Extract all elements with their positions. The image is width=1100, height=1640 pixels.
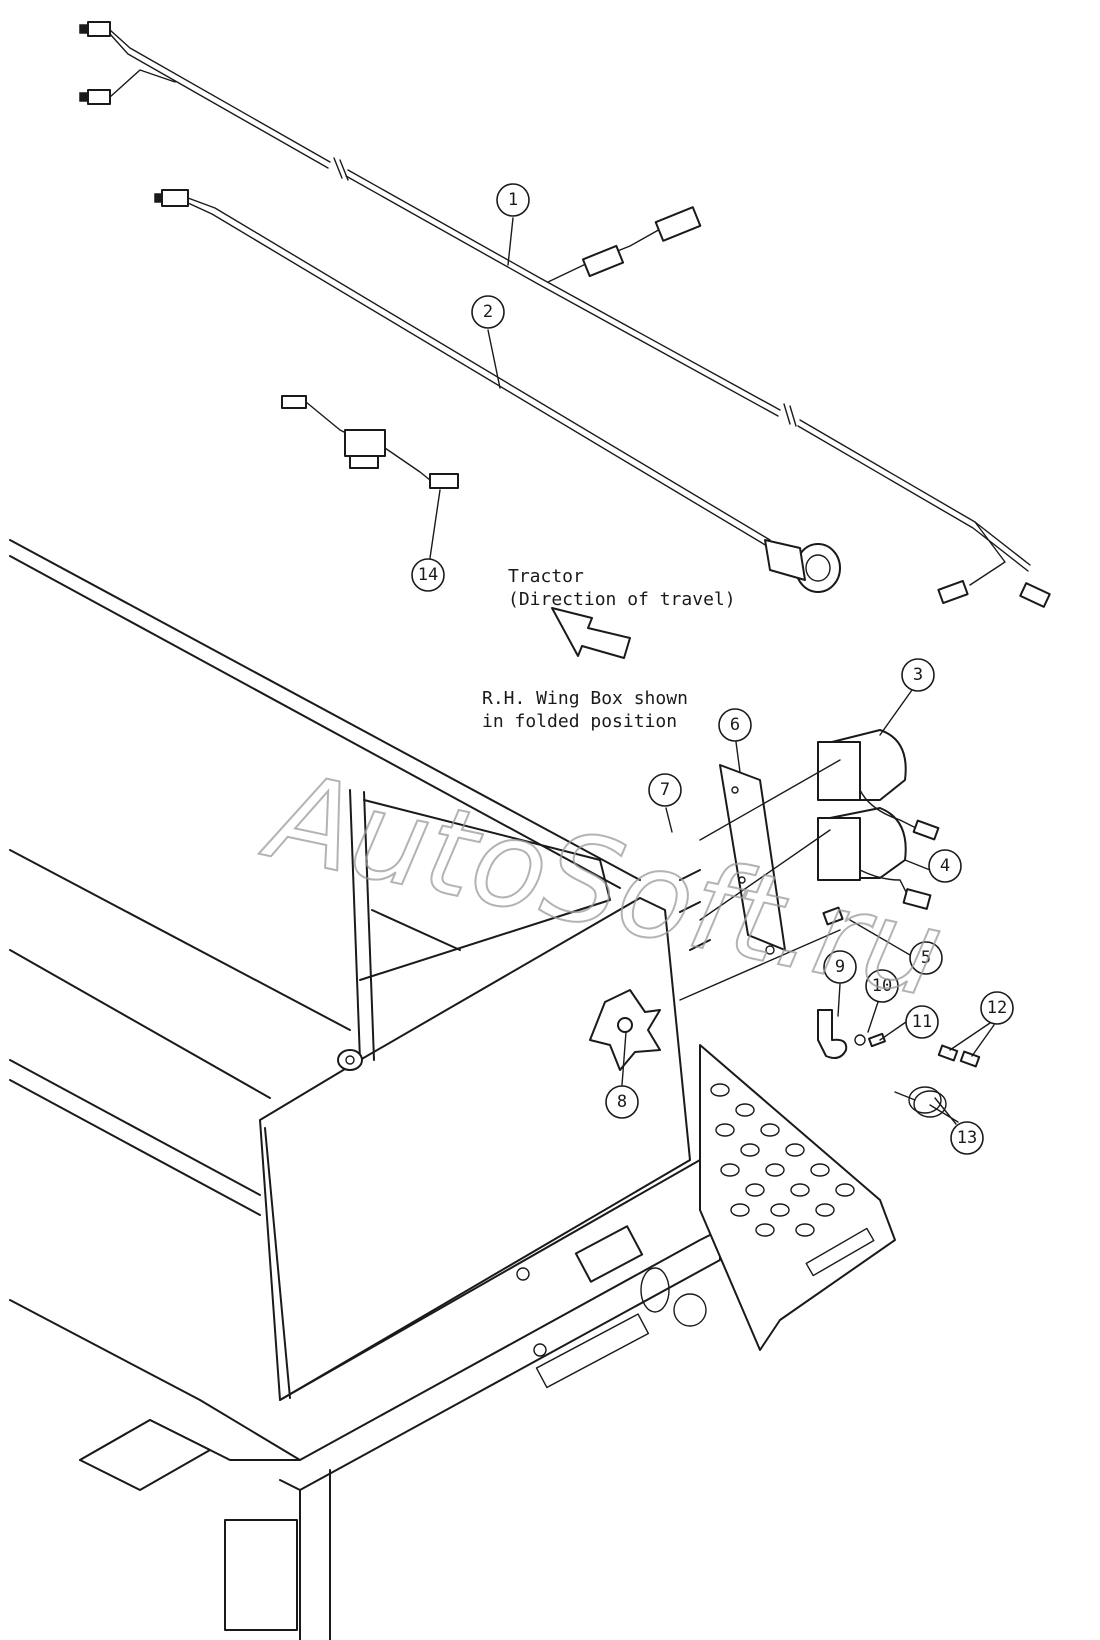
step-deck xyxy=(699,1044,896,1351)
callout-7: 7 xyxy=(648,773,682,807)
lamp-bracket xyxy=(719,764,786,951)
svg-text:7: 7 xyxy=(660,780,670,800)
svg-text:14: 14 xyxy=(418,565,438,585)
warning-decal xyxy=(574,1225,644,1283)
svg-text:6: 6 xyxy=(730,715,740,735)
callout-3: 3 xyxy=(901,658,935,692)
direction-arrow xyxy=(551,607,631,659)
callout-14: 14 xyxy=(411,558,445,592)
rear-plate xyxy=(224,1519,298,1631)
svg-text:9: 9 xyxy=(835,957,845,977)
wing-box-frame xyxy=(9,539,896,1640)
harness-1-connector-b-tip xyxy=(79,92,89,102)
harness-1-connector-b xyxy=(87,89,111,105)
svg-text:10: 10 xyxy=(872,976,892,996)
svg-text:1: 1 xyxy=(508,190,518,210)
tractor-note-line2: (Direction of travel) xyxy=(508,589,736,610)
lamp-assembly xyxy=(679,729,940,1001)
harness-1-connector-a-tip xyxy=(79,24,89,34)
svg-text:8: 8 xyxy=(617,1092,627,1112)
harness-1-connector-e xyxy=(1019,582,1051,608)
callout-4: 4 xyxy=(928,849,962,883)
adapter-harness-14 xyxy=(281,395,459,489)
svg-text:13: 13 xyxy=(957,1128,977,1148)
callout-6: 6 xyxy=(718,708,752,742)
wing-note-line2: in folded position xyxy=(482,711,677,732)
p-clip xyxy=(817,1009,848,1059)
harness-2-connector xyxy=(161,189,189,207)
svg-text:5: 5 xyxy=(921,948,931,968)
harness-2 xyxy=(154,189,841,593)
step-deck-holes xyxy=(710,1083,855,1237)
leader-lines xyxy=(429,217,995,1125)
adapter-module xyxy=(344,429,386,457)
screws xyxy=(679,869,711,951)
svg-text:4: 4 xyxy=(940,856,950,876)
callout-12: 12 xyxy=(980,991,1014,1025)
callout-1: 1 xyxy=(496,183,530,217)
wing-note-line1: R.H. Wing Box shown xyxy=(482,688,688,709)
callout-11: 11 xyxy=(905,1005,939,1039)
callout-5: 5 xyxy=(909,941,943,975)
svg-text:2: 2 xyxy=(483,302,493,322)
callout-13: 13 xyxy=(950,1121,984,1155)
callout-2: 2 xyxy=(471,295,505,329)
svg-text:11: 11 xyxy=(912,1012,932,1032)
callout-9: 9 xyxy=(823,950,857,984)
svg-text:12: 12 xyxy=(987,998,1007,1018)
callout-10: 10 xyxy=(865,969,899,1003)
small-parts xyxy=(817,1009,981,1118)
harness-1 xyxy=(79,21,1051,608)
callouts: 1 2 3 4 5 6 7 8 9 10 11 12 13 14 xyxy=(411,183,1014,1155)
tractor-note-line1: Tractor xyxy=(508,566,584,587)
svg-text:3: 3 xyxy=(913,665,923,685)
callout-8: 8 xyxy=(605,1085,639,1119)
harness-1-connector-a xyxy=(87,21,111,37)
harness-1-connector-d xyxy=(937,579,969,605)
harness-1-connector-c xyxy=(654,206,702,242)
